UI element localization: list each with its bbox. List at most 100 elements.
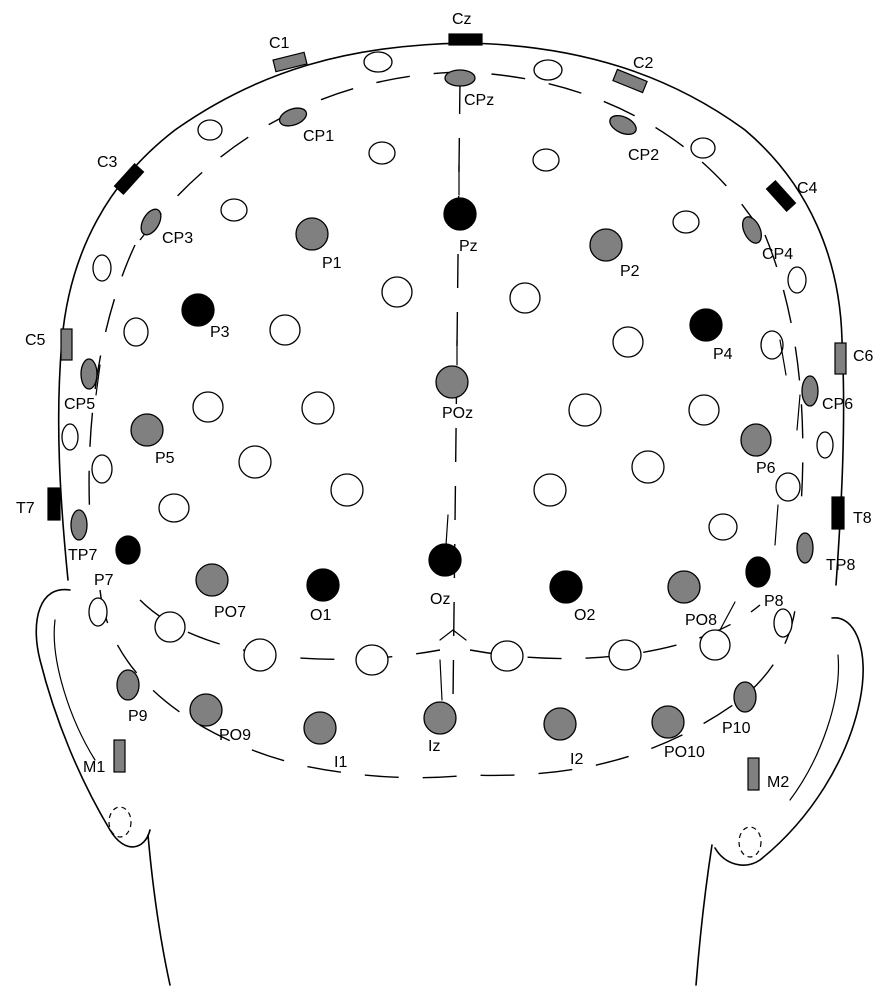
- label-P10: P10: [722, 720, 751, 737]
- electrode-P8: [746, 557, 770, 587]
- electrode-Iz: [424, 702, 456, 734]
- label-CP5: CP5: [64, 396, 95, 413]
- unlabeled-electrode: [534, 60, 562, 80]
- label-PO7: PO7: [214, 604, 246, 621]
- label-C3: C3: [97, 154, 118, 171]
- label-C2: C2: [633, 55, 654, 72]
- right-ear: [715, 618, 863, 865]
- label-PO10: PO10: [664, 744, 705, 761]
- electrode-PO7: [196, 564, 228, 596]
- unlabeled-electrode: [700, 630, 730, 660]
- electrode-CP4: [739, 214, 765, 246]
- label-TP8: TP8: [826, 557, 855, 574]
- label-TP7: TP7: [68, 547, 97, 564]
- unlabeled-electrode: [239, 446, 271, 478]
- electrode-P4: [690, 309, 722, 341]
- label-PO8: PO8: [685, 612, 717, 629]
- label-P3: P3: [210, 324, 230, 341]
- electrode-I2: [544, 708, 576, 740]
- electrode-TP8: [797, 533, 813, 563]
- unlabeled-electrode: [632, 451, 664, 483]
- unlabeled-electrode: [689, 395, 719, 425]
- unlabeled-electrode: [613, 327, 643, 357]
- electrode-PO8: [668, 571, 700, 603]
- pad-C5: [61, 329, 72, 360]
- label-T8: T8: [853, 510, 872, 527]
- label-T7: T7: [16, 500, 35, 517]
- pad-Cz: [449, 34, 482, 45]
- electrode-P3: [182, 294, 214, 326]
- unlabeled-electrode: [89, 598, 107, 626]
- pad-M2: [748, 758, 759, 790]
- pad-M1: [114, 740, 125, 772]
- electrode-PO9: [190, 694, 222, 726]
- electrode-P10: [734, 682, 756, 712]
- electrode-CP3: [137, 206, 165, 238]
- label-C6: C6: [853, 348, 874, 365]
- label-I2: I2: [570, 751, 583, 768]
- unlabeled-electrode: [155, 612, 185, 642]
- label-P9: P9: [128, 708, 148, 725]
- unlabeled-electrode: [817, 432, 833, 458]
- label-P8: P8: [764, 593, 784, 610]
- unlabeled-electrode: [124, 318, 148, 346]
- label-CP2: CP2: [628, 147, 659, 164]
- label-Oz: Oz: [430, 591, 450, 608]
- unlabeled-electrode: [356, 645, 388, 675]
- electrode-PO10: [652, 706, 684, 738]
- label-C4: C4: [797, 180, 818, 197]
- label-CP6: CP6: [822, 396, 853, 413]
- label-CP1: CP1: [303, 128, 334, 145]
- unlabeled-electrode: [609, 640, 641, 670]
- label-O1: O1: [310, 607, 331, 624]
- pad-T7: [48, 488, 60, 520]
- unlabeled-electrode: [776, 473, 800, 501]
- label-Iz: Iz: [428, 738, 440, 755]
- label-M2: M2: [767, 774, 789, 791]
- left-ear-inner: [54, 620, 95, 760]
- unlabeled-electrode: [491, 641, 523, 671]
- label-C5: C5: [25, 332, 46, 349]
- unlabeled-electrode: [761, 331, 783, 359]
- label-P1: P1: [322, 255, 342, 272]
- neck-left: [148, 835, 170, 985]
- unlabeled-electrode: [788, 267, 806, 293]
- label-P6: P6: [756, 460, 776, 477]
- electrode-Oz: [429, 544, 461, 576]
- pad-T8: [832, 497, 844, 529]
- label-CP3: CP3: [162, 230, 193, 247]
- label-Pz: Pz: [459, 238, 478, 255]
- label-M1: M1: [83, 759, 105, 776]
- electrode-Pz: [444, 198, 476, 230]
- unlabeled-electrode: [533, 149, 559, 171]
- electrode-P7: [116, 536, 140, 564]
- electrode-P5: [131, 414, 163, 446]
- label-PO9: PO9: [219, 727, 251, 744]
- label-O2: O2: [574, 607, 595, 624]
- right-ear-inner: [790, 655, 838, 800]
- unlabeled-electrode: [244, 639, 276, 671]
- right-ear-lobe: [739, 827, 761, 857]
- inion-branch: [440, 630, 466, 640]
- electrode-CPz: [445, 70, 475, 86]
- pad-C1: [273, 52, 307, 71]
- unlabeled-electrode: [62, 424, 78, 450]
- electrode-CP6: [802, 376, 818, 406]
- pad-C4: [767, 181, 796, 211]
- unlabeled-electrode: [331, 474, 363, 506]
- unlabeled-electrode: [569, 394, 601, 426]
- unlabeled-electrode: [673, 211, 699, 233]
- pad-C6: [835, 343, 846, 374]
- unlabeled-electrode: [221, 199, 247, 221]
- electrode-O2: [550, 571, 582, 603]
- unlabeled-electrode: [774, 609, 792, 637]
- label-P5: P5: [155, 450, 175, 467]
- unlabeled-electrode: [92, 455, 112, 483]
- unlabeled-electrodes: [62, 52, 833, 675]
- label-POz: POz: [442, 405, 473, 422]
- electrode-P6: [741, 424, 771, 456]
- electrode-CP1: [277, 105, 309, 130]
- pad-C2: [613, 69, 647, 92]
- unlabeled-electrode: [159, 494, 189, 522]
- unlabeled-electrode: [691, 138, 715, 158]
